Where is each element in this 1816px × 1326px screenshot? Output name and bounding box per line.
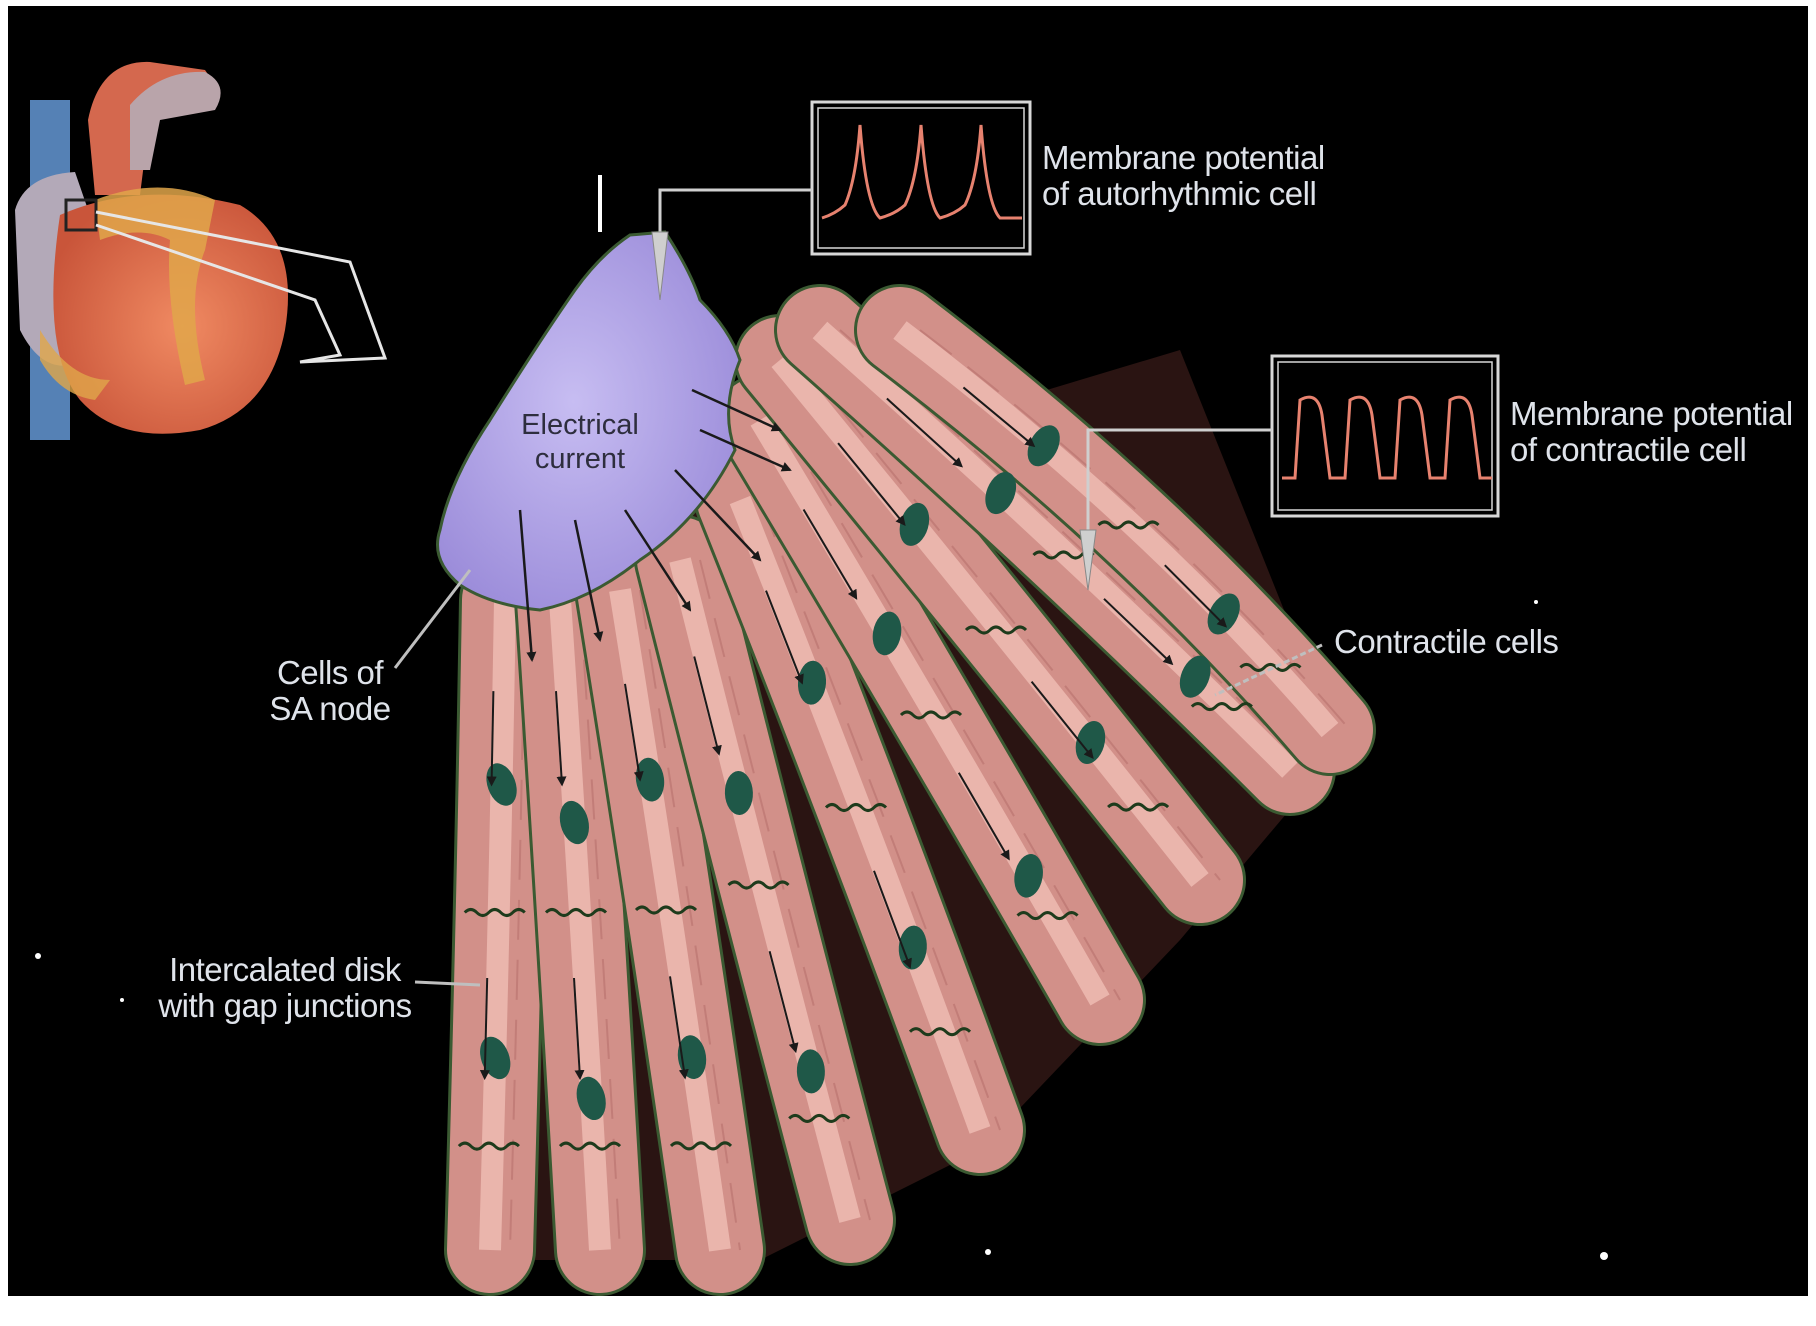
contractile-cells-text: Contractile cells xyxy=(1334,624,1558,660)
sa-node-label: Cells of SA node xyxy=(240,655,420,727)
speck xyxy=(35,953,41,959)
contractile-cells-label: Contractile cells xyxy=(1334,624,1558,660)
sa-node-line2: SA node xyxy=(240,691,420,727)
autorhythmic-potential-label: Membrane potential of autorhythmic cell xyxy=(1042,140,1325,212)
contractile-potential-line1: Membrane potential xyxy=(1510,396,1793,432)
autorhythmic-line1: Membrane potential xyxy=(1042,140,1325,176)
electrical-current-line2: current xyxy=(505,442,655,476)
speck xyxy=(1534,600,1538,604)
speck xyxy=(1600,1252,1608,1260)
intercalated-line1: Intercalated disk xyxy=(140,952,430,988)
autorhythmic-line2: of autorhythmic cell xyxy=(1042,176,1325,212)
sa-node-line1: Cells of xyxy=(240,655,420,691)
autorhythmic-trace-box xyxy=(812,102,1030,254)
contractile-potential-label: Membrane potential of contractile cell xyxy=(1510,396,1793,468)
contractile-potential-line2: of contractile cell xyxy=(1510,432,1793,468)
electrical-current-line1: Electrical xyxy=(505,408,655,442)
intercalated-line2: with gap junctions xyxy=(140,988,430,1024)
contractile-trace-box xyxy=(1272,356,1498,516)
speck xyxy=(985,1249,991,1255)
electrical-current-label: Electrical current xyxy=(505,408,655,476)
speck xyxy=(120,998,124,1002)
intercalated-disk-label: Intercalated disk with gap junctions xyxy=(140,952,430,1024)
